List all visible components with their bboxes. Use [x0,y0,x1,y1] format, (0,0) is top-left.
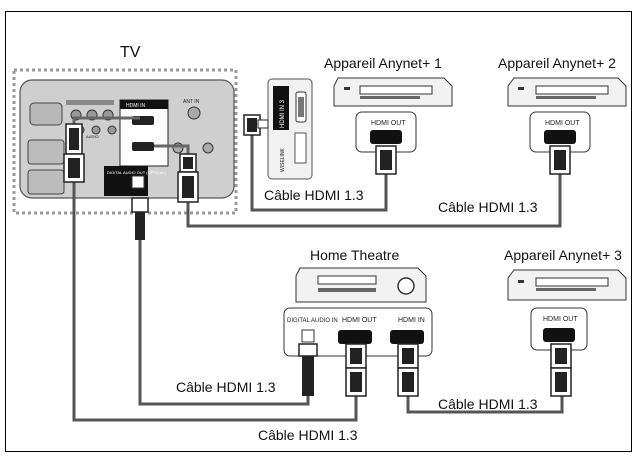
anynet-1-port: HDMI OUT [371,120,406,127]
cable-label-3: Câble HDMI 1.3 [176,379,276,395]
ht-hdmi-in-label: HDMI IN [398,317,425,324]
home-theatre-label: Home Theatre [310,247,399,263]
cable-optical [138,240,310,406]
cable-tv-internal [72,116,190,155]
cable-anynet1-to-tv [250,135,388,212]
home-theatre: Home Theatre DIGITAL AUDIO IN HDMI OUT H… [283,247,433,357]
cable-label-4: Câble HDMI 1.3 [438,396,538,412]
cable-ht-to-anynet3 [406,396,564,414]
tv-side-panel: HDMI IN 3 WISELINK [267,78,313,180]
ht-hdmi-out-label: HDMI OUT [342,317,377,324]
anynet-2-label: Appareil Anynet+ 2 [498,55,616,71]
cable-label-2: Câble HDMI 1.3 [438,199,538,215]
wiselink-label: WISELINK [280,147,286,172]
anynet-2-port: HDMI OUT [545,120,580,127]
cable-anynet2-to-tv [186,174,562,228]
anynet-device-1: Appareil Anynet+ 1 HDMI OUT [324,55,453,153]
anynet-3-label: Appareil Anynet+ 3 [504,247,622,263]
hdmi-in-3-label: HDMI IN 3 [280,99,286,128]
anynet-device-3: Appareil Anynet+ 3 HDMI OUT [504,247,627,351]
cable-label-1: Câble HDMI 1.3 [264,187,364,203]
anynet-device-2: Appareil Anynet+ 2 HDMI OUT [498,55,627,153]
tv-back-panel: ANT IN HDMI IN AUDIO DIGITAL AUDIO OUT (… [19,79,235,199]
audio-label: AUDIO [86,134,99,139]
cable-tv-to-ht-out [72,180,358,422]
tv-label: TV [120,44,141,61]
cable-labels: Câble HDMI 1.3 Câble HDMI 1.3 Câble HDMI… [176,187,538,443]
cable-wires [72,135,564,422]
ht-digital-audio-in-label: DIGITAL AUDIO IN [287,318,338,324]
tv-outline [12,68,238,215]
ant-in-label: ANT IN [183,99,200,105]
digital-audio-out-label: DIGITAL AUDIO OUT (OPTICAL) [107,170,167,175]
hdmi-connectors [63,114,572,397]
anynet-1-label: Appareil Anynet+ 1 [324,55,442,71]
tv: TV ANT IN HDMI IN [12,44,238,215]
anynet-3-port: HDMI OUT [543,316,578,323]
cable-label-5: Câble HDMI 1.3 [258,427,358,443]
hdmi-in-label: HDMI IN [126,103,146,109]
